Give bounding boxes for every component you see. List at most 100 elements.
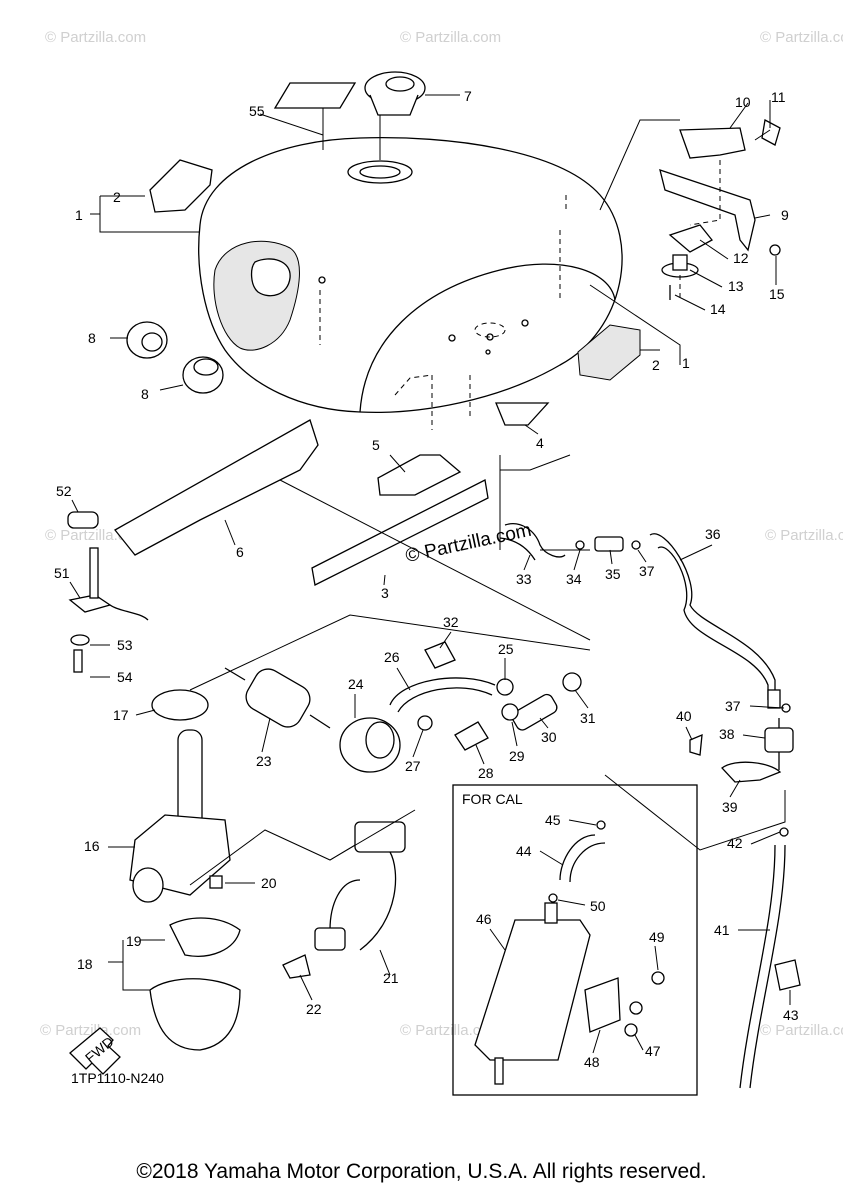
label-sticker <box>273 82 357 109</box>
callout-43: 43 <box>783 1007 799 1023</box>
callout-38: 38 <box>719 726 735 742</box>
clamp-32 <box>424 641 456 669</box>
for-cal-title: FOR CAL <box>462 791 523 807</box>
screw-40 <box>689 733 703 756</box>
watermark: © Partzilla.com <box>760 29 843 46</box>
pad-5 <box>377 454 462 496</box>
copyright-notice: ©2018 Yamaha Motor Corporation, U.S.A. A… <box>136 1160 707 1183</box>
callout-42: 42 <box>727 835 743 851</box>
callout-1: 1 <box>75 207 83 223</box>
pad-4 <box>495 402 550 426</box>
fuel-petcock <box>129 729 231 903</box>
diagram-code: 1TP1110-N240 <box>71 1070 164 1086</box>
watermark: © Partzilla.com <box>765 527 843 544</box>
callout-48: 48 <box>584 1054 600 1070</box>
callout-10: 10 <box>735 94 751 110</box>
callout-52: 52 <box>56 483 72 499</box>
callout-2: 2 <box>652 357 660 373</box>
callout-1: 1 <box>682 355 690 371</box>
callout-17: 17 <box>113 707 129 723</box>
canister-assembly <box>474 820 665 1085</box>
callout-layer: 1 1 2 2 3 4 5 6 7 8 8 9 10 11 12 13 14 1… <box>54 88 799 1070</box>
callout-34: 34 <box>566 571 582 587</box>
leader-lines <box>69 100 791 1054</box>
callout-12: 12 <box>733 250 749 266</box>
callout-22: 22 <box>306 1001 322 1017</box>
tank-cap-upper <box>126 321 168 359</box>
callout-24: 24 <box>348 676 364 692</box>
callout-53: 53 <box>117 637 133 653</box>
joint-28 <box>454 721 489 751</box>
callout-33: 33 <box>516 571 532 587</box>
callout-50: 50 <box>590 898 606 914</box>
strip-3 <box>311 479 489 586</box>
fuel-filter-38 <box>764 718 794 770</box>
cover-18 <box>149 978 241 1051</box>
callout-37: 37 <box>725 698 741 714</box>
fuel-filter <box>224 667 331 729</box>
callout-51: 51 <box>54 565 70 581</box>
fuel-pump <box>339 717 401 773</box>
callout-11: 11 <box>771 89 786 105</box>
for-cal-box <box>452 784 698 1096</box>
callout-27: 27 <box>405 758 421 774</box>
callout-46: 46 <box>476 911 492 927</box>
callout-5: 5 <box>372 437 380 453</box>
watermark: © Partzilla.com <box>45 29 146 46</box>
callout-13: 13 <box>728 278 744 294</box>
callout-7: 7 <box>464 88 472 104</box>
callout-19: 19 <box>126 933 142 949</box>
watermark: © Partzilla.com <box>400 1022 501 1039</box>
callout-2: 2 <box>113 189 121 205</box>
clip-43 <box>774 959 801 991</box>
callout-29: 29 <box>509 748 525 764</box>
callout-55: 55 <box>249 103 265 119</box>
callout-30: 30 <box>541 729 557 745</box>
callout-3: 3 <box>381 585 389 601</box>
callout-47: 47 <box>645 1043 661 1059</box>
callout-32: 32 <box>443 614 459 630</box>
hose-41 <box>739 844 776 1089</box>
callout-36: 36 <box>705 526 721 542</box>
watermark: © Partzilla.com <box>40 1022 141 1039</box>
tank-bracket-assembly <box>659 119 781 300</box>
callout-18: 18 <box>77 956 93 972</box>
side-pad-6 <box>114 419 319 556</box>
callout-39: 39 <box>722 799 738 815</box>
callout-6: 6 <box>236 544 244 560</box>
callout-35: 35 <box>605 566 621 582</box>
callout-45: 45 <box>545 812 561 828</box>
callout-16: 16 <box>84 838 100 854</box>
callout-54: 54 <box>117 669 133 685</box>
callout-31: 31 <box>580 710 596 726</box>
fuel-tank <box>198 137 623 430</box>
emblem-right <box>577 324 641 381</box>
clamp-27 <box>417 715 433 731</box>
fuel-sensor-harness <box>282 821 406 979</box>
callout-49: 49 <box>649 929 665 945</box>
callout-15: 15 <box>769 286 785 302</box>
callout-40: 40 <box>676 708 692 724</box>
clamp-31 <box>562 672 582 692</box>
hose-33 <box>504 523 566 558</box>
hose-26 <box>389 677 496 706</box>
cover-19 <box>169 917 241 957</box>
callout-23: 23 <box>256 753 272 769</box>
callout-8: 8 <box>141 386 149 402</box>
watermark-layer: © Partzilla.com © Partzilla.com © Partzi… <box>40 29 843 1039</box>
callout-8: 8 <box>88 330 96 346</box>
clamp-29 <box>501 703 519 721</box>
clamp-39 <box>721 761 782 783</box>
fwd-arrow: FWD <box>69 1027 121 1075</box>
callout-9: 9 <box>781 207 789 223</box>
callout-41: 41 <box>714 922 730 938</box>
fuel-sender-unit <box>67 511 149 673</box>
filler-cap <box>364 71 460 160</box>
gasket-17 <box>151 689 209 721</box>
callout-14: 14 <box>710 301 726 317</box>
clamp-25 <box>496 678 514 696</box>
watermark: © Partzilla.com <box>760 1022 843 1039</box>
callout-21: 21 <box>383 970 399 986</box>
hose-30 <box>511 693 558 731</box>
callout-37: 37 <box>639 563 655 579</box>
